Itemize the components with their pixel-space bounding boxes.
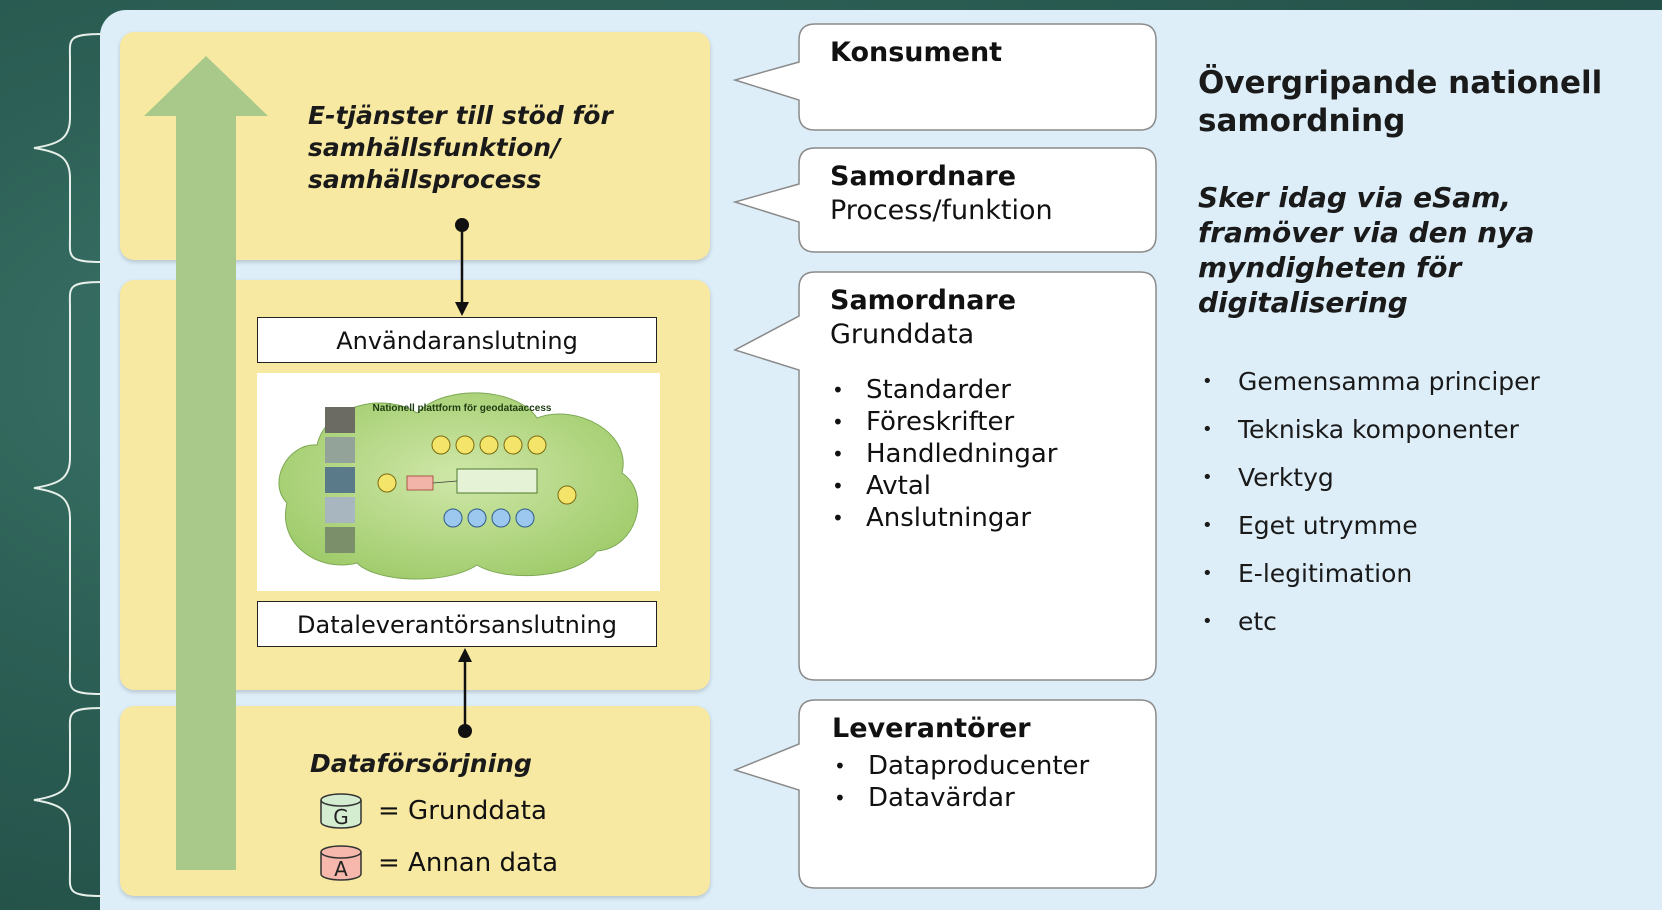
connector-arrowhead-top bbox=[455, 302, 469, 316]
platform-photo-4 bbox=[325, 497, 355, 523]
supplier-connection-box: Dataleverantörsanslutning bbox=[257, 601, 657, 647]
list-item: Anslutningar bbox=[830, 502, 1058, 534]
leverantorer-list: Dataproducenter Datavärdar bbox=[832, 750, 1089, 814]
brace-bottom bbox=[33, 707, 103, 897]
consumer-faces bbox=[377, 435, 577, 505]
platform-photo-2 bbox=[325, 437, 355, 463]
list-item: Standarder bbox=[830, 374, 1058, 406]
callout-samordnare-process-sub: Process/funktion bbox=[830, 195, 1053, 226]
list-item: Datavärdar bbox=[832, 782, 1089, 814]
list-item: Dataproducenter bbox=[832, 750, 1089, 782]
layer-braces bbox=[33, 33, 103, 897]
callout-konsument-shape bbox=[732, 23, 1157, 131]
list-item: Handledningar bbox=[830, 438, 1058, 470]
list-item: Eget utrymme bbox=[1198, 510, 1540, 558]
legend-annan-data: A = Annan data bbox=[318, 844, 558, 882]
legend-cylinder-g-icon: G bbox=[320, 793, 362, 829]
list-item: etc bbox=[1198, 606, 1540, 654]
callout-konsument: Konsument bbox=[830, 36, 1002, 70]
big-up-arrow bbox=[144, 56, 268, 870]
supplier-faces bbox=[443, 508, 535, 528]
platform-link bbox=[432, 480, 458, 484]
right-list: Gemensamma principer Tekniska komponente… bbox=[1198, 366, 1540, 654]
right-heading: Övergripande nationell samordning bbox=[1198, 65, 1603, 139]
list-item: Gemensamma principer bbox=[1198, 366, 1540, 414]
platform-photo-1 bbox=[325, 407, 355, 433]
legend-grunddata: G = Grunddata bbox=[318, 792, 547, 830]
callout-samordnare-grunddata-sub: Grunddata bbox=[830, 319, 975, 350]
platform-thumbnail: Nationell plattform för geodataaccess bbox=[257, 373, 660, 591]
legend-cylinder-g-symbol: G bbox=[333, 805, 349, 829]
connector-arrowhead-bottom bbox=[458, 648, 472, 662]
callout-konsument-head: Konsument bbox=[830, 37, 1003, 68]
brace-middle bbox=[33, 281, 103, 695]
legend-annan-data-label: = Annan data bbox=[378, 848, 559, 878]
services-title: E-tjänster till stöd för samhällsfunktio… bbox=[308, 101, 613, 194]
grunddata-list: Standarder Föreskrifter Handledningar Av… bbox=[830, 374, 1058, 534]
right-subheading: Sker idag via eSam, framöver via den nya… bbox=[1198, 181, 1535, 319]
callout-samordnare-grunddata: Samordnare Grunddata Standarder Föreskri… bbox=[830, 284, 1058, 534]
callout-samordnare-process-shape bbox=[732, 147, 1157, 253]
platform-photo-5 bbox=[325, 527, 355, 553]
list-item: Verktyg bbox=[1198, 462, 1540, 510]
brace-top bbox=[33, 33, 103, 263]
callout-leverantorer-head: Leverantörer bbox=[832, 713, 1031, 744]
legend-grunddata-label: = Grunddata bbox=[378, 796, 547, 826]
callout-samordnare-process: Samordnare Process/funktion bbox=[830, 160, 1053, 228]
platform-photo-3 bbox=[325, 467, 355, 493]
list-item: Föreskrifter bbox=[830, 406, 1058, 438]
list-item: Tekniska komponenter bbox=[1198, 414, 1540, 462]
list-item: Avtal bbox=[830, 470, 1058, 502]
legend-cylinder-a-symbol: A bbox=[334, 857, 348, 881]
user-connection-box: Användaranslutning bbox=[257, 317, 657, 363]
legend-cylinder-a-icon: A bbox=[320, 845, 362, 881]
data-supply-title: Dataförsörjning bbox=[310, 749, 532, 778]
callout-samordnare-process-head: Samordnare bbox=[830, 161, 1017, 192]
callout-samordnare-grunddata-head: Samordnare bbox=[830, 285, 1017, 316]
list-item: E-legitimation bbox=[1198, 558, 1540, 606]
platform-title: Nationell plattform för geodataaccess bbox=[373, 403, 552, 414]
callout-leverantorer: Leverantörer Dataproducenter Datavärdar bbox=[832, 712, 1089, 814]
